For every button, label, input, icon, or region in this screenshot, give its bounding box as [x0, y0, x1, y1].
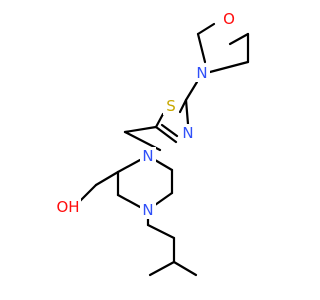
- bond: [146, 223, 176, 240]
- bond: [172, 260, 198, 277]
- bond: [154, 112, 165, 129]
- atom-n-piperazine-bottom: N: [140, 201, 156, 219]
- bond: [196, 32, 207, 64]
- atom-n-thiazole: N: [180, 124, 196, 142]
- atom-label: S: [166, 97, 176, 115]
- molecule-canvas: O N S N N N OH: [55, 10, 250, 277]
- bond: [196, 22, 216, 36]
- bond: [116, 158, 142, 174]
- bonds: [74, 22, 250, 277]
- atom-label: OH: [56, 198, 79, 216]
- atom-label: O: [223, 10, 235, 28]
- bond: [154, 125, 178, 144]
- atom-o-hydroxyl: OH: [55, 198, 81, 216]
- bond: [208, 60, 250, 74]
- bond: [160, 123, 179, 138]
- bond: [184, 98, 190, 126]
- bond: [123, 125, 158, 134]
- atom-label: N: [142, 147, 153, 165]
- bond: [153, 191, 174, 207]
- molecule-structure: O N S N N N OH: [55, 10, 250, 277]
- atom-n-morpholine: N: [194, 64, 210, 82]
- bond: [228, 32, 250, 46]
- atom-label: N: [196, 64, 207, 82]
- atom-o-morpholine: O: [221, 10, 237, 28]
- bond: [153, 158, 174, 172]
- atom-s-thiazole: S: [163, 97, 179, 115]
- atom-n-piperazine-top: N: [140, 147, 156, 165]
- bond: [148, 260, 176, 277]
- bond: [184, 80, 199, 102]
- atom-labels: O N S N N N OH: [55, 10, 237, 219]
- atom-label: N: [182, 124, 193, 142]
- atom-label: N: [142, 201, 153, 219]
- bond: [94, 170, 120, 187]
- bond: [116, 193, 142, 209]
- bond: [178, 98, 188, 114]
